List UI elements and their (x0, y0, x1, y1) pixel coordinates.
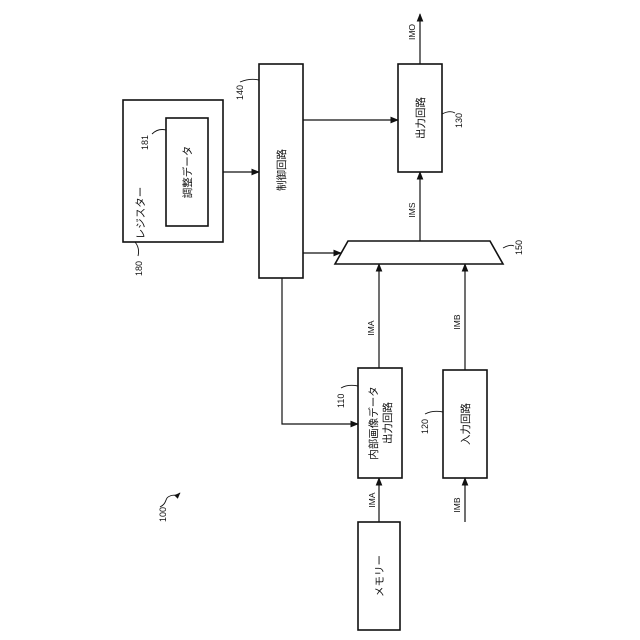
ref-110-leader (341, 385, 358, 388)
input-circuit-label: 入力回路 (459, 403, 472, 445)
memory-label: メモリー (374, 555, 386, 597)
control-circuit-label: 制御回路 (275, 149, 288, 191)
adjustment-data-block: 調整データ (166, 118, 208, 226)
internal-output-line2: 出力回路 (381, 402, 394, 444)
control-to-internal-output-wire (282, 278, 358, 424)
ref-100-leader (160, 493, 180, 507)
output-circuit-label: 出力回路 (414, 97, 427, 139)
input-circuit-block: 入力回路 (443, 370, 487, 478)
ref-120-label: 120 (420, 419, 430, 434)
ref-150-leader (503, 245, 514, 248)
control-circuit-block: 制御回路 (259, 64, 303, 278)
ref-140-leader (240, 79, 259, 82)
ref-100-label: 100 (158, 507, 168, 522)
internal-image-data-output-circuit: 内部画像データ 出力回路 (358, 368, 402, 478)
ref-120-leader (425, 411, 443, 414)
ima-output-label: IMA (366, 320, 376, 335)
ref-130-label: 130 (454, 113, 464, 128)
figure-ref-100: 100 (158, 493, 180, 522)
ref-181-label: 181 (140, 135, 150, 150)
imo-label: IMO (407, 24, 417, 40)
imb-output-label: IMB (452, 314, 462, 329)
ref-180-label: 180 (134, 261, 144, 276)
ref-180-leader (135, 242, 139, 256)
adjustment-data-label: 調整データ (181, 146, 194, 199)
ref-110-label: 110 (336, 394, 346, 408)
internal-output-line1: 内部画像データ (367, 386, 380, 460)
ima-input-label: IMA (367, 492, 377, 507)
ref-140-label: 140 (235, 85, 245, 100)
selector-block (335, 241, 503, 264)
imb-input-label: IMB (452, 497, 462, 512)
output-circuit-block: 出力回路 (398, 64, 442, 172)
ims-label: IMS (407, 202, 417, 217)
register-label: レジスター (135, 187, 147, 240)
ref-150-label: 150 (514, 240, 524, 255)
memory-block: メモリー (358, 522, 400, 630)
